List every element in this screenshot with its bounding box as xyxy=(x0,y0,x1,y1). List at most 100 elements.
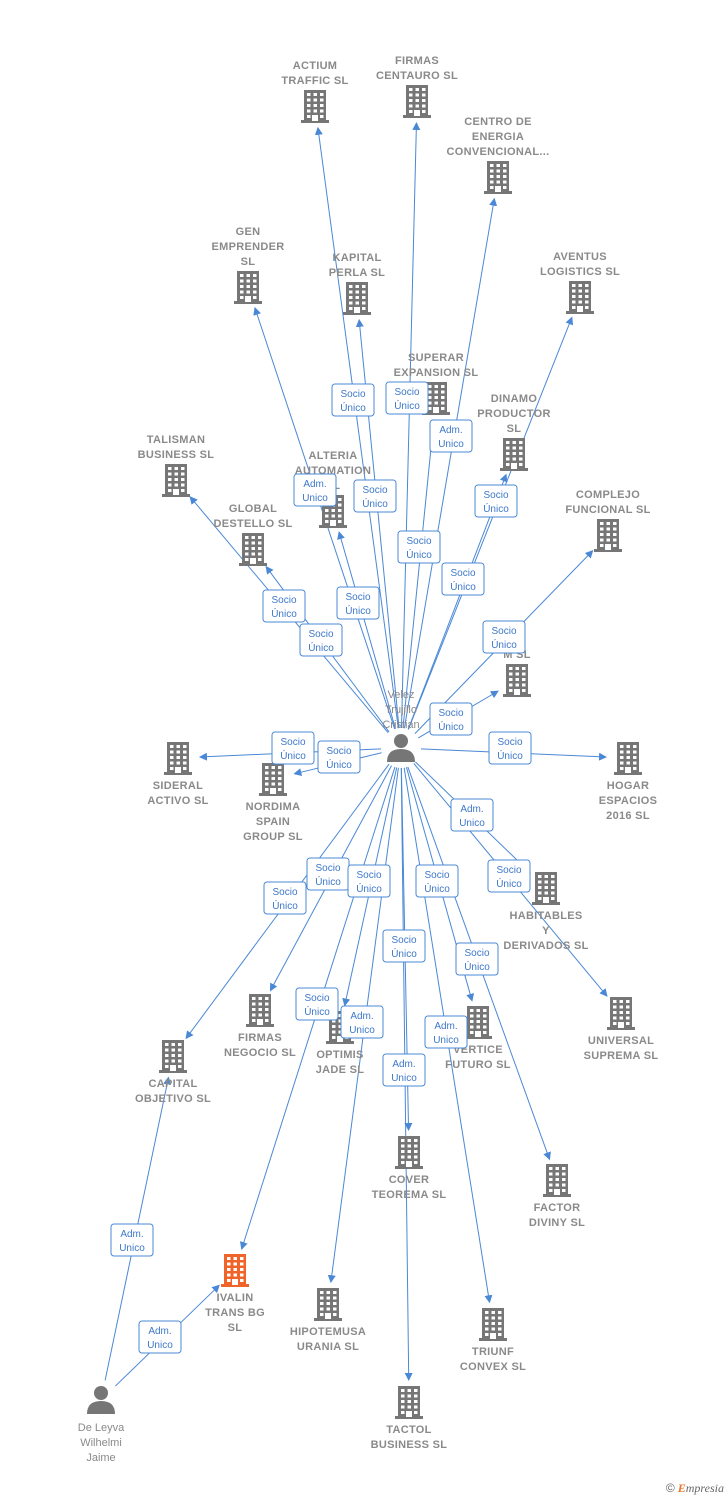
edge-label[interactable]: Adm.Unico xyxy=(450,798,494,832)
edge-label[interactable]: Adm.Unico xyxy=(138,1320,182,1354)
edge-velez-alteria xyxy=(337,531,396,729)
edge-label[interactable]: Adm.Unico xyxy=(429,419,473,453)
company-name: KAPITAL xyxy=(333,252,382,264)
edge-label-text: Único xyxy=(497,749,523,762)
building-icon xyxy=(246,994,274,1027)
company-name: LOGISTICS SL xyxy=(540,266,620,278)
edge-label[interactable]: Adm.Unico xyxy=(110,1223,154,1257)
edge-label-text: Adm. xyxy=(120,1229,143,1240)
company-node-kapital_perla[interactable]: KAPITAL PERLA SL xyxy=(329,252,385,315)
company-node-actium[interactable]: ACTIUM TRAFFIC SL xyxy=(281,60,348,123)
company-name: NEGOCIO SL xyxy=(224,1047,296,1059)
edge-label-text: Unico xyxy=(438,439,464,450)
edge-label-text: Único xyxy=(340,401,366,414)
person-name: De Leyva xyxy=(78,1422,125,1434)
edge-label-text: Socio xyxy=(272,887,297,898)
edge-label-text: Socio xyxy=(362,485,387,496)
edge-label[interactable]: Adm.Unico xyxy=(424,1015,468,1049)
edge-velez-superar xyxy=(402,418,438,729)
edge-label-text: Socio xyxy=(450,568,475,579)
company-name: PERLA SL xyxy=(329,267,385,279)
building-icon xyxy=(403,85,431,118)
building-icon xyxy=(500,438,528,471)
building-icon xyxy=(479,1308,507,1341)
company-name: ACTIUM xyxy=(293,60,338,72)
person-name: Trujillo xyxy=(385,704,417,716)
company-name: TRAFFIC SL xyxy=(281,75,348,87)
company-name: NORDIMA xyxy=(246,801,301,813)
company-name: SIDERAL xyxy=(153,780,203,792)
edge-label-text: Único xyxy=(272,899,298,912)
edge-label-text: Único xyxy=(345,604,371,617)
edge-label[interactable]: Adm.Unico xyxy=(382,1053,426,1087)
edge-label-text: Unico xyxy=(302,493,328,504)
edge-label-text: Socio xyxy=(280,737,305,748)
building-icon xyxy=(543,1164,571,1197)
edge-label[interactable]: Adm.Unico xyxy=(293,473,337,507)
edge-label-text: Único xyxy=(406,548,432,561)
company-name: BUSINESS SL xyxy=(371,1439,448,1451)
edge-label-text: Socio xyxy=(483,490,508,501)
edge-label[interactable]: Adm.Unico xyxy=(340,1005,384,1039)
person-name: Cristian xyxy=(382,719,419,731)
edge-label-text: Socio xyxy=(438,708,463,719)
edge-label-text: Socio xyxy=(340,389,365,400)
person-name: Jaime xyxy=(86,1452,115,1464)
edge-label-text: Socio xyxy=(271,595,296,606)
building-icon xyxy=(343,282,371,315)
company-name: IVALIN xyxy=(216,1292,253,1304)
edge-label-text: Adm. xyxy=(434,1021,457,1032)
company-name: COMPLEJO xyxy=(576,489,640,501)
building-icon xyxy=(594,519,622,552)
company-node-centro_energia[interactable]: CENTRO DEENERGIACONVENCIONAL... xyxy=(447,116,550,194)
